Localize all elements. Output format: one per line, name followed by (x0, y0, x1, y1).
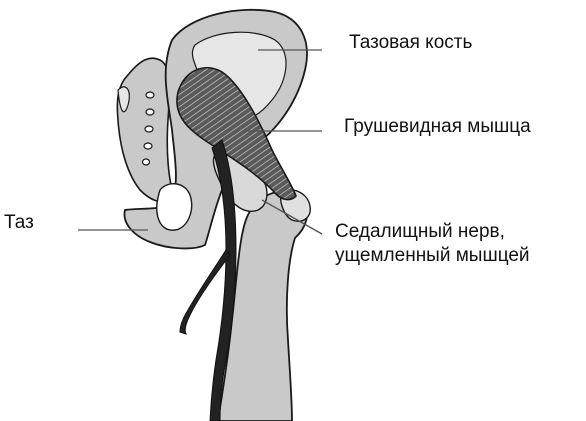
sciatic-nerve (209, 139, 237, 421)
piriformis-muscle (176, 67, 297, 201)
sacrum-wing (117, 86, 130, 113)
label-sciatic-nerve-line1: Седалищный нерв, (335, 221, 505, 242)
obturator-foramen (156, 183, 193, 231)
label-piriformis-muscle: Грушевидная мышца (344, 116, 531, 137)
leader-sciatic (261, 199, 323, 235)
sacral-foramina (141, 91, 155, 166)
sciatic-nerve-branch (179, 249, 231, 335)
label-pelvis: Таз (4, 212, 34, 233)
label-sciatic-nerve-line2: ущемленный мышцей (335, 245, 530, 266)
label-pelvic-bone: Тазовая кость (349, 32, 473, 53)
label-sciatic-nerve: Седалищный нерв, ущемленный мышцей (335, 220, 530, 268)
leader-lines (78, 49, 323, 235)
